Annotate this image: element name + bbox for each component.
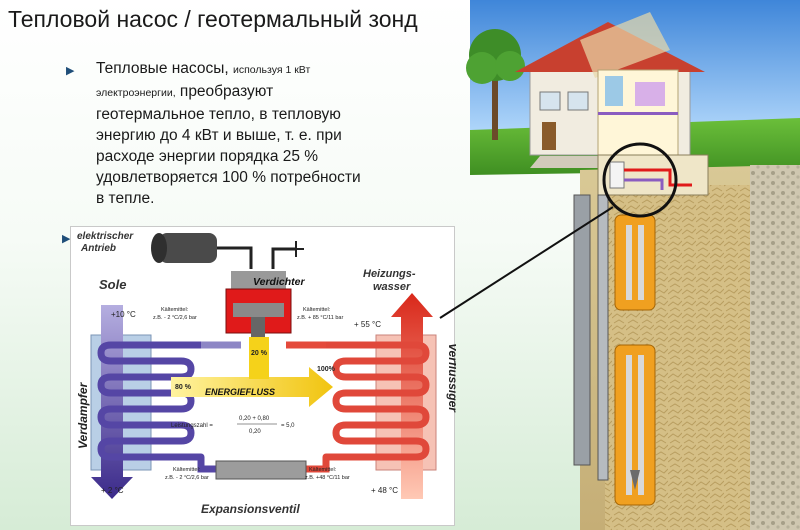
refrigerant-bottom-right-2: z.B. +48 °C/11 bar: [305, 475, 350, 481]
compressor-piston: [233, 303, 284, 317]
drive-shaft: [217, 246, 253, 269]
temp-hot-in: + 48 °C: [371, 486, 398, 495]
tree-crown-right: [495, 51, 525, 81]
temp-hot-out: + 55 °C: [354, 320, 381, 329]
bullet-line-1: Тепловые насосы, используя 1 кВт: [96, 60, 311, 77]
motor-label-2: Antrieb: [80, 243, 116, 254]
bullet-line-3: геотермальное тепло, в тепловую: [96, 106, 341, 123]
probe-pipe-3: [626, 355, 632, 495]
refrigerant-bottom-left-2: z.B. - 2 °C/2,6 bar: [165, 475, 209, 481]
refrigerant-top-left-1: Kältemittel:: [161, 307, 189, 313]
probe-pipe-2: [638, 225, 644, 300]
refrigerant-top-left-2: z.B. - 2 °C/2,6 bar: [153, 315, 197, 321]
refrigerant-top-right-2: z.B. + 85 °C/11 bar: [297, 315, 343, 321]
cop-label: Leistungszahl =: [171, 423, 213, 429]
percent-100-label: 100%: [317, 366, 336, 373]
heating-water-label-1: Heizungs-: [363, 268, 416, 280]
gravel-layer: [750, 165, 800, 530]
temp-cold-out: + 2 °C: [101, 486, 124, 495]
percent-80-label: 80 %: [175, 384, 192, 391]
floor-heating-line: [598, 112, 678, 115]
sole-label: Sole: [99, 277, 126, 292]
pointer-line-segment: [439, 206, 614, 319]
percent-20-label: 20 %: [251, 350, 268, 357]
borehole-probe-2: [597, 194, 609, 481]
tree-crown-left: [466, 52, 498, 84]
condenser-label: Verflüssiger: [446, 343, 456, 413]
energy-flow-arrow: [171, 367, 333, 407]
bullet-triangle-icon-2: ▶: [62, 233, 71, 245]
bullet-line-2: электроэнергии, преобразуют: [96, 83, 274, 100]
compressor-label: Verdichter: [253, 276, 305, 288]
borehole-segment-bottom: [614, 344, 656, 506]
motor-end: [151, 233, 167, 263]
slide-title: Тепловой насос / геотермальный зонд: [8, 6, 418, 32]
probe-pipe-4: [638, 355, 644, 495]
expansion-valve-label: Expansionsventil: [201, 502, 300, 516]
refrigerant-top-right-1: Kältemittel:: [303, 307, 331, 313]
bullet-text: Тепловые насосы, используя 1 кВт электро…: [96, 58, 466, 209]
house-illustration-svg: [466, 0, 800, 530]
expansion-valve: [215, 460, 307, 480]
heat-pump-unit: [609, 161, 625, 189]
plus-terminal-icon: [288, 241, 304, 257]
house-door: [542, 122, 556, 150]
cop-denominator: 0,20: [249, 429, 261, 435]
motor-label-1: elektrischer: [77, 231, 134, 242]
temp-cold-in: +10 °C: [111, 310, 136, 319]
house-window-1: [539, 91, 561, 111]
energy-flow-label: ENERGIEFLUSS: [205, 387, 275, 397]
refrigerant-bottom-right-1: Kältemittel:: [309, 467, 337, 473]
bullet-line-6: удовлетворяется 100 % потребности: [96, 169, 361, 186]
evaporator-coil: [97, 341, 205, 461]
cop-numerator: 0,20 + 0,80: [239, 416, 270, 422]
cold-return-pipe-house: [624, 178, 664, 190]
upper-room-tank: [605, 76, 623, 106]
tree-trunk: [492, 70, 498, 140]
motor: [159, 233, 217, 263]
probe-tip: [630, 470, 640, 490]
cold-return-pipe: [197, 457, 216, 473]
heat-pump-diagram-svg: elektrischer Antrieb Sole Verdichter Hei…: [76, 231, 456, 516]
magnifier-circle: [602, 142, 678, 218]
cop-result: = 5,0: [281, 423, 295, 429]
bullet-line-4: энергию до 4 кВт и выше, т. е. при: [96, 127, 342, 144]
bullet-line-7: в тепле.: [96, 190, 155, 207]
evaporator-label: Verdampfer: [76, 381, 90, 449]
condenser-coil: [322, 341, 430, 461]
compressor-rod: [251, 317, 265, 337]
heating-water-label-2: wasser: [373, 281, 411, 293]
refrigerant-bottom-left-1: Kältemittel:: [173, 467, 201, 473]
probe-pipe-1: [626, 225, 632, 300]
upper-room-furniture: [635, 82, 665, 106]
bullet-triangle-icon: ▶: [66, 65, 75, 77]
house-geothermal-illustration: [430, 0, 800, 530]
hot-supply-pipe: [624, 168, 692, 187]
borehole-probe-1: [573, 194, 591, 466]
bullet-line-5: расходе энергии порядка 25 %: [96, 148, 319, 165]
attic-cutaway: [580, 12, 670, 78]
heat-pump-diagram: elektrischer Antrieb Sole Verdichter Hei…: [70, 226, 456, 526]
compressor-head: [231, 271, 286, 289]
energy-drive-arrow: [249, 337, 269, 379]
hot-return-pipe: [306, 457, 330, 473]
house-window-2: [567, 91, 589, 111]
front-steps: [530, 156, 610, 168]
